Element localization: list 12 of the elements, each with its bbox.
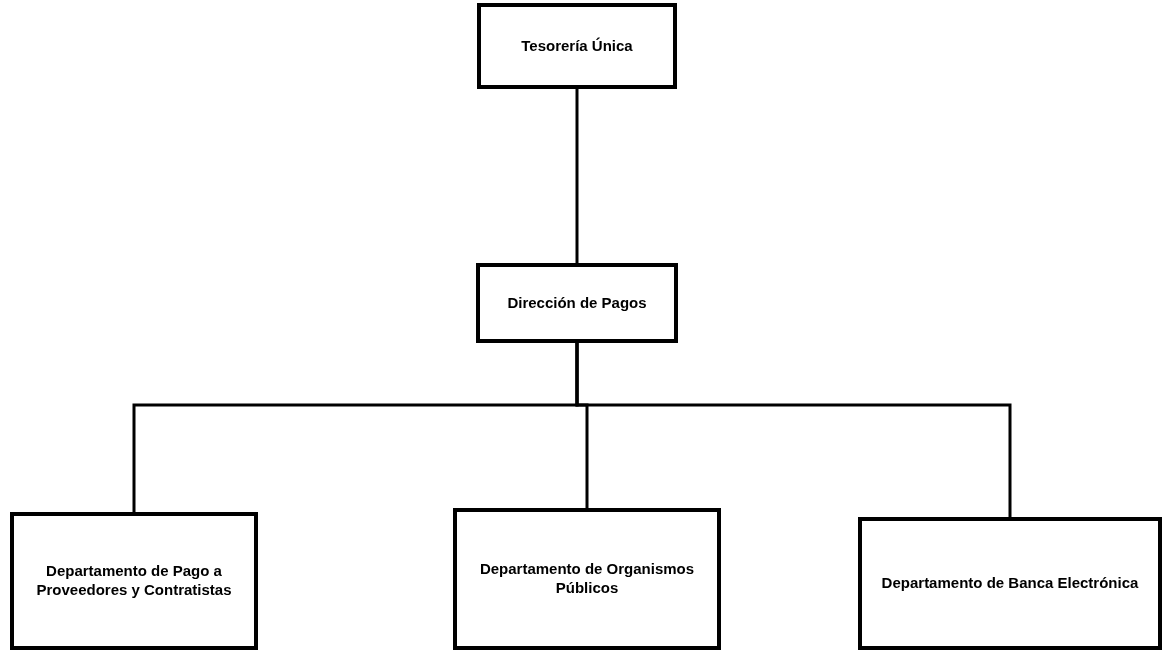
org-box — [10, 512, 258, 650]
org-box — [477, 3, 677, 89]
connector-line — [575, 343, 1012, 517]
connector-line — [575, 89, 579, 263]
org-box — [476, 263, 678, 343]
unit-name: Dirección de Pagos — [507, 293, 647, 313]
org-box — [453, 508, 721, 650]
org-box — [858, 517, 1162, 650]
unit-name: Tesorería Única — [521, 36, 633, 56]
unit-name: Departamento de Banca Electrónica — [881, 574, 1139, 593]
unit-name: Departamento de Organismos Públicos — [478, 560, 696, 598]
unit-name: Departamento de Pago a Proveedores y Contratistas — [35, 562, 233, 600]
